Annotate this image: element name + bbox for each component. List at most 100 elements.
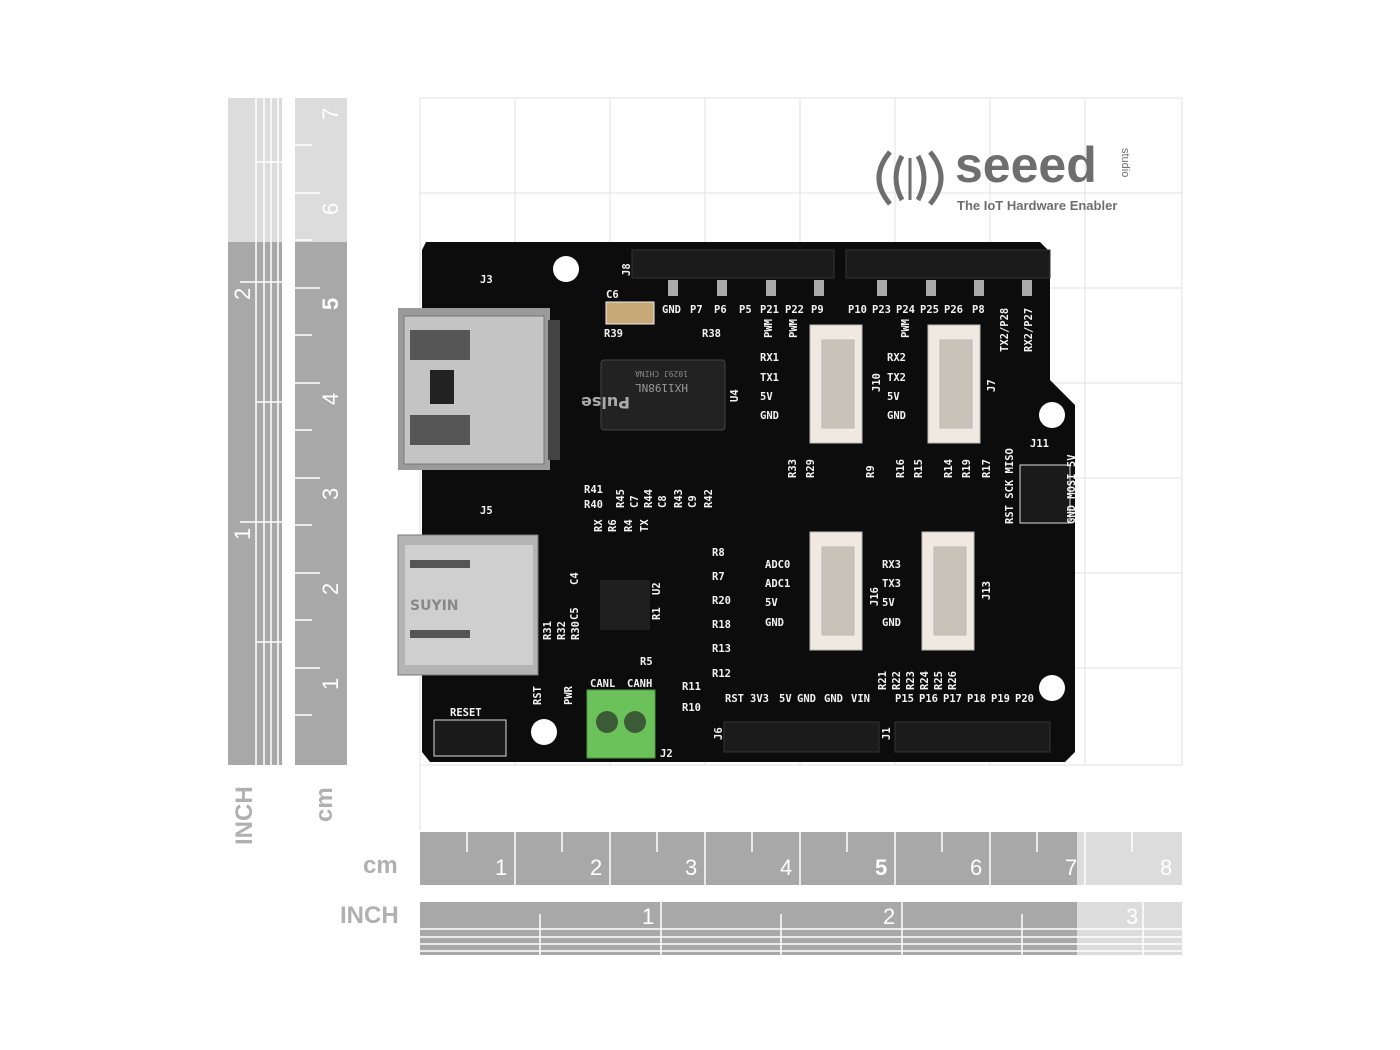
can-terminal-block xyxy=(586,689,656,759)
label-board-small-9: R30 xyxy=(570,621,582,640)
label-board-j13-pins-1: TX3 xyxy=(882,578,901,590)
j7-labels: RX2 TX2 5V GND J7 xyxy=(887,352,998,422)
label-board-j7-name: J7 xyxy=(986,379,998,392)
label-board-transformer-brand: Pulse xyxy=(581,393,630,412)
label-board-j6: J6 xyxy=(713,727,725,740)
label-board-bottom_right_pins-4: P19 xyxy=(991,693,1010,705)
label-board-small-15: C8 xyxy=(657,495,669,508)
mounting-hole xyxy=(1039,675,1065,701)
j10-labels: RX1 TX1 5V GND J10 xyxy=(760,352,883,422)
label-board-j10-pins-3: GND xyxy=(760,410,779,422)
mounting-hole xyxy=(531,719,557,745)
label-board-small-20: R29 xyxy=(805,459,817,478)
label-board-small-22: R16 xyxy=(895,459,907,478)
label-board-resistors_mid-7: R10 xyxy=(682,702,701,714)
label-board-small-5: R1 xyxy=(651,607,663,620)
label-board-u2: U2 xyxy=(651,582,663,595)
label-board-bottom_left_pins-5: VIN xyxy=(851,693,870,705)
label-rulers-vertical_cm_labels-5: 6 xyxy=(318,203,343,215)
grove-connector-j13 xyxy=(921,531,975,651)
label-board-top_pins-2: P6 xyxy=(714,304,727,316)
grove-connector-j7 xyxy=(927,324,981,444)
label-board-j7-pins-2: 5V xyxy=(887,391,900,403)
horizontal-cm-title: cm xyxy=(363,852,398,879)
label-board-bottom_left_pins-2: 5V xyxy=(779,693,792,705)
label-board-resistors_mid-0: R8 xyxy=(712,547,725,559)
label-board-bottom_right_pins-0: P15 xyxy=(895,693,914,705)
label-rulers-horizontal_cm_labels-1: 2 xyxy=(590,855,602,880)
capacitor-c6 xyxy=(605,301,655,325)
label-board-small-1: R39 xyxy=(604,328,623,340)
label-board-u4: U4 xyxy=(729,389,741,402)
label-rulers-vertical_cm_labels-6: 7 xyxy=(318,108,343,120)
label-rulers-horizontal_cm_labels-2: 3 xyxy=(685,855,697,880)
label-board-rx2: RX2/P27 xyxy=(1023,308,1035,352)
label-board-canh: CANH xyxy=(627,678,652,690)
label-board-j7-pins-3: GND xyxy=(887,410,906,422)
led-labels: RX R6 R4 TX xyxy=(593,519,651,532)
label-board-j10-pins-0: RX1 xyxy=(760,352,779,364)
resistor-labels-upper: R41 R40 R45 C7 R44 C8 R43 C9 R42 R33 R29… xyxy=(584,459,993,511)
bottom-headers xyxy=(723,721,1051,753)
resistor-labels-mid: R8 R7 R20 R18 R13 R12 R11 R10 xyxy=(682,547,731,714)
label-rulers-horizontal_cm_labels-6: 7 xyxy=(1065,855,1077,880)
ic-u2 xyxy=(600,580,650,630)
label-logo-brand: seeed xyxy=(955,137,1097,193)
label-board-top_pins-8: P23 xyxy=(872,304,891,316)
horizontal-cm-ruler: 1 2 3 4 5 6 7 8 xyxy=(420,832,1182,885)
label-board-top_pins-7: P10 xyxy=(848,304,867,316)
label-board-top_header_label: J8 xyxy=(621,263,633,276)
label-board-bottom_right_pins-1: P16 xyxy=(919,693,938,705)
label-rulers-vertical_cm_labels-0: 1 xyxy=(318,678,343,690)
label-board-usb_brand: SUYIN xyxy=(410,598,459,614)
vertical-inch-title: INCH xyxy=(231,786,258,845)
label-board-bottom_left_pins-1: 3V3 xyxy=(750,693,769,705)
label-board-small-3: C4 xyxy=(569,572,581,585)
label-board-j1: J1 xyxy=(881,727,893,740)
label-board-small-28: R22 xyxy=(891,671,903,690)
label-board-top_pins-5: P22 xyxy=(785,304,804,316)
label-board-j13-pins-2: 5V xyxy=(882,597,895,609)
label-board-bottom_left_pins-0: RST xyxy=(725,693,744,705)
label-board-resistors_mid-5: R12 xyxy=(712,668,731,680)
usb-port: SUYIN xyxy=(397,534,539,676)
label-board-leds-0: RX xyxy=(593,519,605,532)
label-board-small-31: R25 xyxy=(933,671,945,690)
label-board-small-8: R32 xyxy=(556,621,568,640)
grove-connector-j16 xyxy=(809,531,863,651)
label-board-leds-3: TX xyxy=(639,519,651,532)
label-board-j7-pins-0: RX2 xyxy=(887,352,906,364)
label-board-top_pins-3: P5 xyxy=(739,304,752,316)
grove-connector-j10 xyxy=(809,324,863,444)
label-rulers-vertical_cm_labels-2: 3 xyxy=(318,488,343,500)
label-rulers-vertical_cm_labels-4: 5 xyxy=(318,298,343,310)
label-board-small-24: R14 xyxy=(943,459,955,478)
label-board-bottom_right_pins-3: P18 xyxy=(967,693,986,705)
top-header xyxy=(631,249,1051,279)
label-board-top_pins-0: GND xyxy=(662,304,681,316)
label-board-pwm: PWM xyxy=(788,319,800,338)
label-board-small-11: R40 xyxy=(584,499,603,511)
label-board-j13-name: J13 xyxy=(981,581,993,600)
label-board-small-12: R45 xyxy=(615,489,627,508)
j13-labels: RX3 TX3 5V GND J13 xyxy=(882,559,993,629)
label-board-pwm: PWM xyxy=(763,319,775,338)
reset-button xyxy=(433,719,507,757)
resistor-labels-lower: R21 R22 R23 R24 R25 R26 xyxy=(877,671,959,690)
seeed-logo: seeed studio The IoT Hardware Enabler xyxy=(876,137,1131,213)
label-rulers-horizontal_inch_labels-1: 2 xyxy=(883,904,895,929)
label-board-canl: CANL xyxy=(590,678,615,690)
label-board-bottom_right_pins-2: P17 xyxy=(943,693,962,705)
label-rulers-horizontal_cm_labels-0: 1 xyxy=(495,855,507,880)
label-board-small-14: R44 xyxy=(643,489,655,508)
label-logo-sub: studio xyxy=(1119,148,1131,177)
label-board-small-13: C7 xyxy=(629,495,641,508)
label-rulers-vertical_cm_labels-1: 2 xyxy=(318,583,343,595)
label-board-top_pins-9: P24 xyxy=(896,304,915,316)
label-board-resistors_mid-1: R7 xyxy=(712,571,725,583)
label-board-rst_led: RST xyxy=(532,686,544,705)
label-logo-tagline: The IoT Hardware Enabler xyxy=(957,198,1117,213)
label-board-small-27: R21 xyxy=(877,671,889,690)
label-board-small-2: R38 xyxy=(702,328,721,340)
label-rulers-horizontal_inch_labels-2: 3 xyxy=(1126,904,1138,929)
